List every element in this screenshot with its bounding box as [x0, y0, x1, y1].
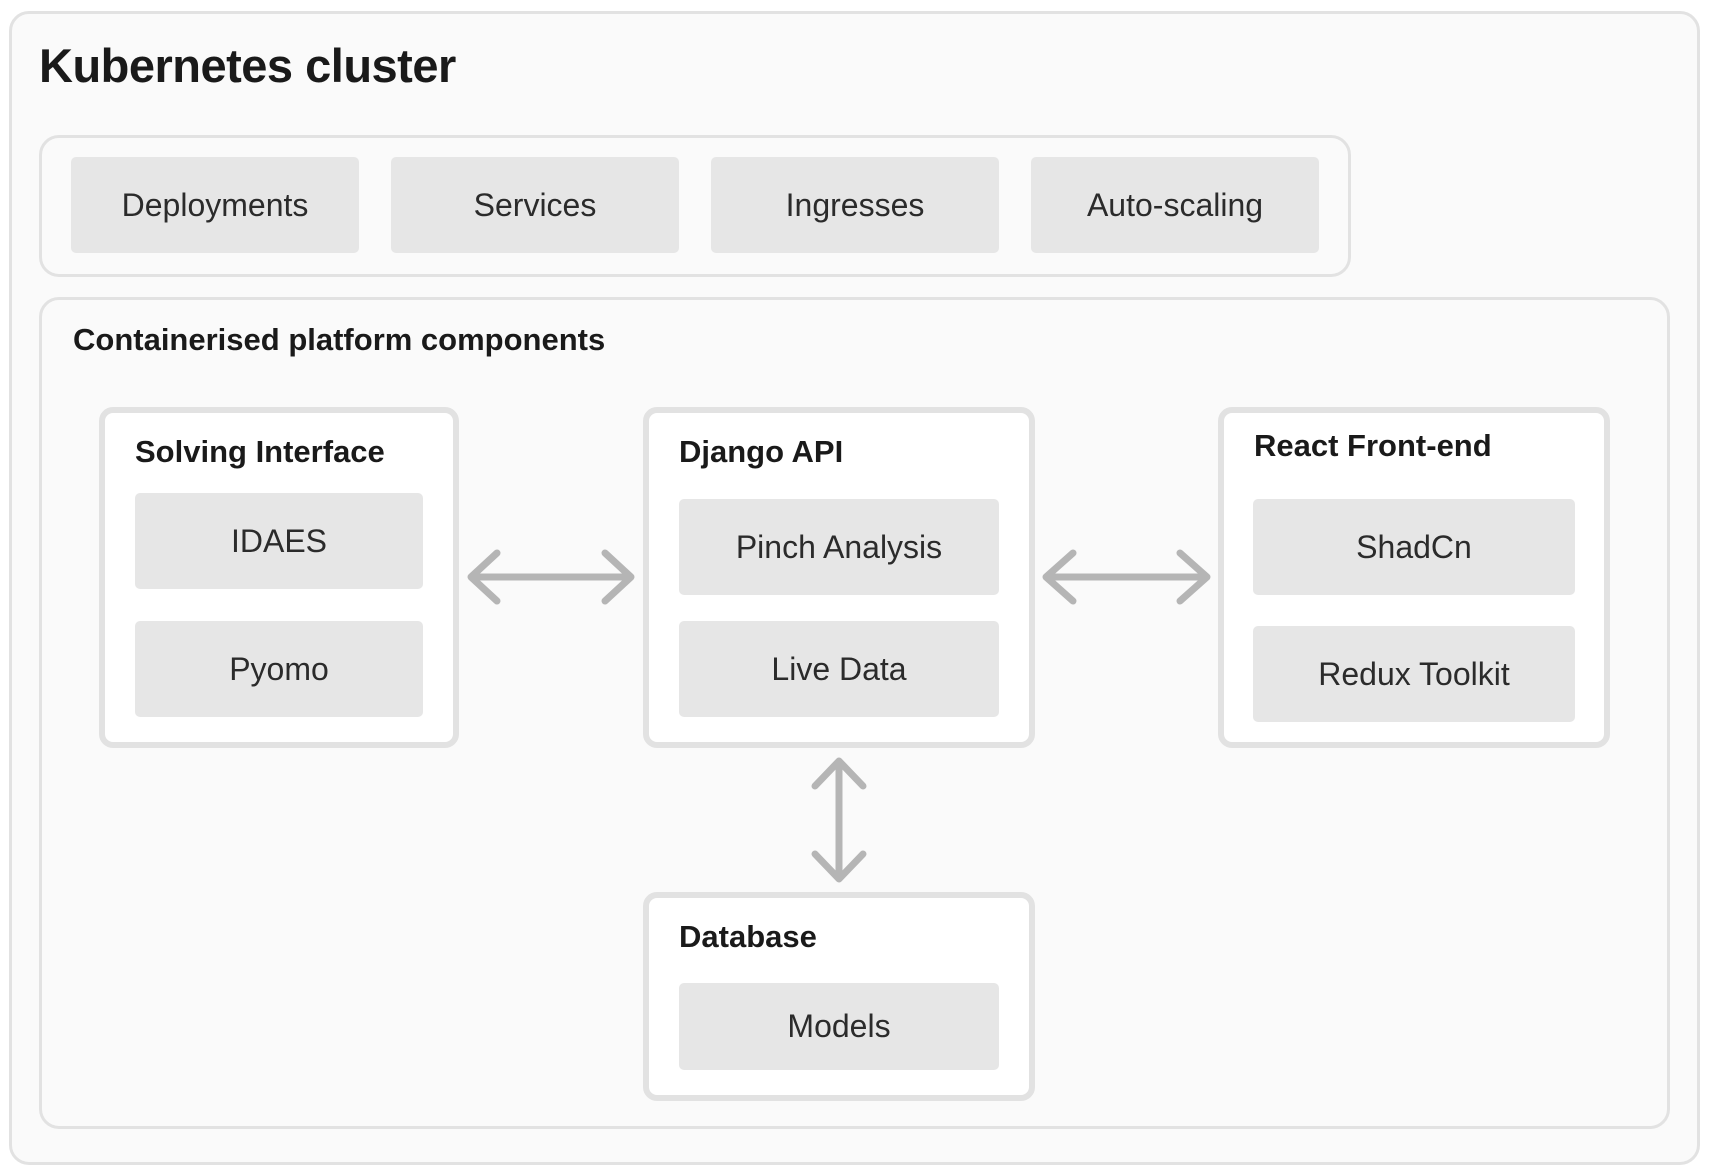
react-item-redux-toolkit: Redux Toolkit	[1253, 626, 1575, 722]
solving-item-idaes: IDAES	[135, 493, 423, 589]
cluster-title: Kubernetes cluster	[39, 39, 456, 92]
resource-ingresses: Ingresses	[711, 157, 999, 253]
resource-services: Services	[391, 157, 679, 253]
database-item-models: Models	[679, 983, 999, 1070]
resource-deployments: Deployments	[71, 157, 359, 253]
database-title: Database	[679, 919, 817, 954]
solving-interface-title: Solving Interface	[135, 434, 385, 469]
django-item-live-data: Live Data	[679, 621, 999, 717]
arrow-solving-django	[467, 549, 635, 605]
resource-auto-scaling: Auto-scaling	[1031, 157, 1319, 253]
components-title: Containerised platform components	[73, 322, 606, 357]
react-frontend-title: React Front-end	[1254, 428, 1492, 463]
react-item-shadcn: ShadCn	[1253, 499, 1575, 595]
solving-item-pyomo: Pyomo	[135, 621, 423, 717]
django-item-pinch-analysis: Pinch Analysis	[679, 499, 999, 595]
arrow-django-database	[811, 757, 867, 883]
django-api-title: Django API	[679, 434, 844, 469]
arrow-django-react	[1042, 549, 1211, 605]
